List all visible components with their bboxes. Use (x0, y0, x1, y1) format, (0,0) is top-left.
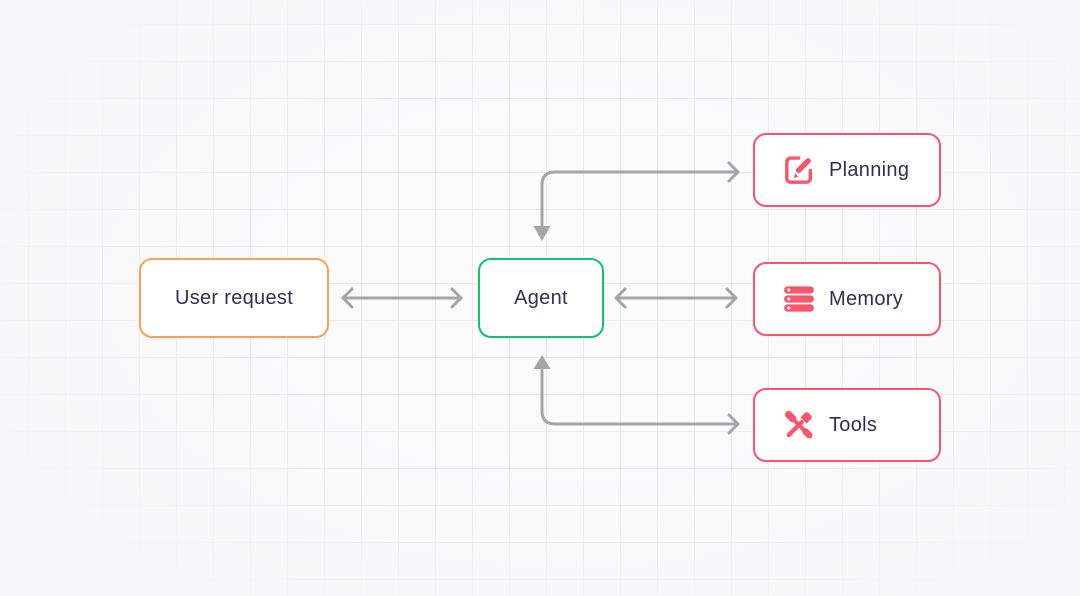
node-agent: Agent (478, 258, 604, 338)
node-tools: Tools (753, 388, 941, 462)
node-tools-label: Tools (829, 413, 878, 436)
node-memory-label: Memory (829, 287, 904, 310)
edit-square-icon (782, 153, 816, 187)
arrow-agent-planning (533, 161, 740, 241)
node-agent-label: Agent (514, 286, 568, 309)
node-planning: Planning (753, 133, 941, 207)
hammer-screwdriver-icon (782, 408, 816, 442)
arrow-agent-memory (614, 287, 738, 309)
node-user-request-label: User request (174, 286, 294, 309)
node-user-request: User request (139, 258, 329, 338)
arrow-user-request-agent (341, 287, 463, 309)
node-memory: Memory (753, 262, 941, 336)
node-planning-label: Planning (829, 158, 910, 181)
arrow-agent-tools (533, 355, 740, 435)
server-stack-icon (782, 282, 816, 316)
